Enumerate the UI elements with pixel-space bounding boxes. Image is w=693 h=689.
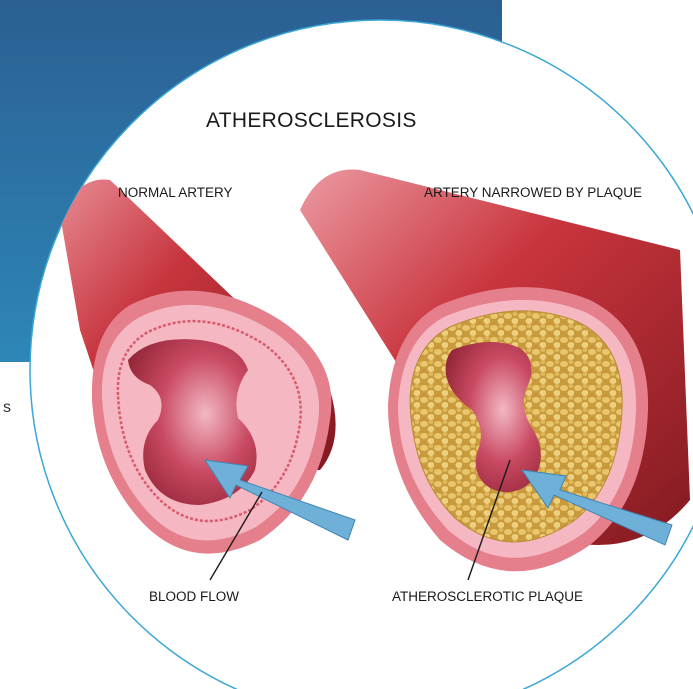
partial-left-text: s <box>3 399 11 416</box>
narrowed-artery-label: ARTERY NARROWED BY PLAQUE <box>424 185 642 200</box>
normal-artery-label: NORMAL ARTERY <box>118 185 233 200</box>
plaque-label: ATHEROSCLEROTIC PLAQUE <box>392 589 583 604</box>
diagram-title: ATHEROSCLEROSIS <box>206 109 417 132</box>
blood-flow-label: BLOOD FLOW <box>149 589 239 604</box>
